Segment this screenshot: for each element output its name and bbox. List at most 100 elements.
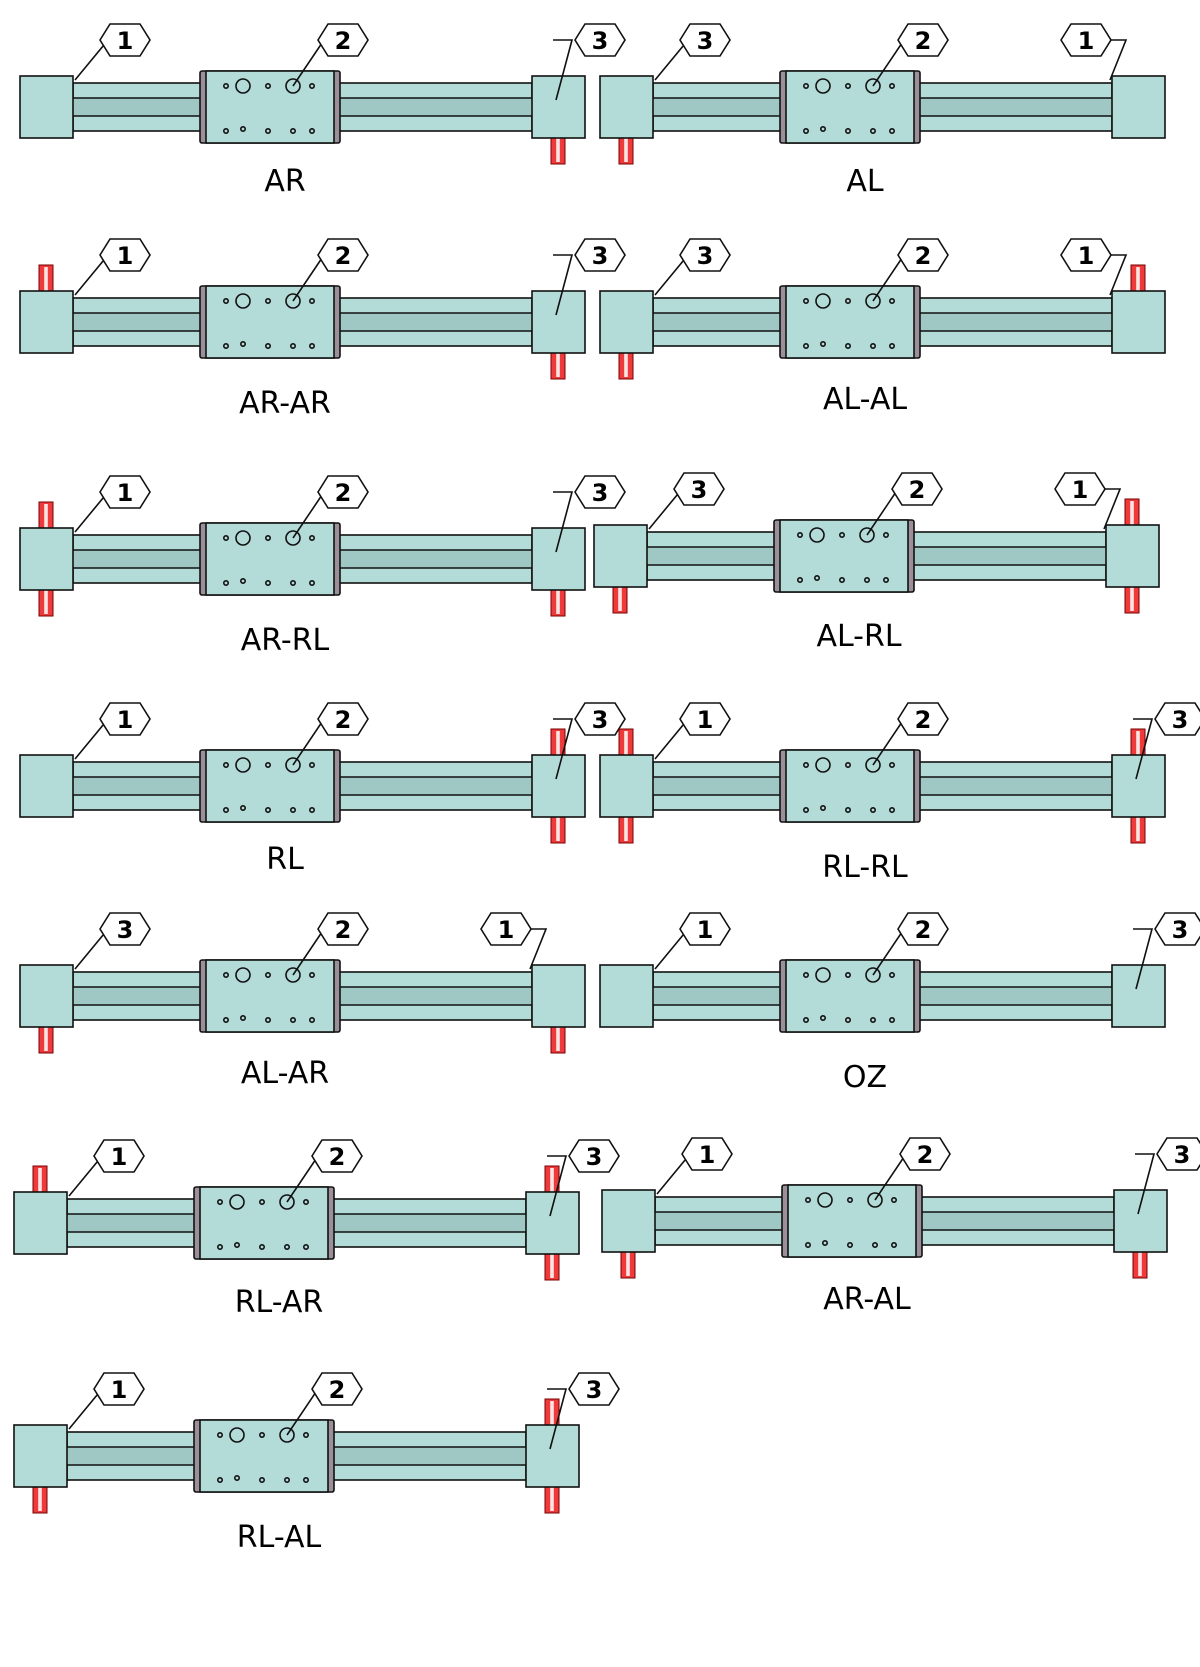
carriage-hole: [888, 342, 895, 349]
variant-caption: RL-AL: [237, 1520, 322, 1555]
right-marker-leader: [1133, 718, 1154, 780]
right-marker-label: 3: [1172, 706, 1189, 734]
carriage-hole: [217, 1244, 224, 1251]
carriage-hole: [819, 126, 826, 133]
end-cap-right: [1111, 290, 1166, 354]
carriage-hole: [308, 761, 315, 768]
left-marker-label: 3: [697, 242, 714, 270]
right-marker-hex: [574, 475, 626, 509]
end-cap-right: [1113, 1189, 1168, 1253]
shaft-highlight-10-rb: [550, 1252, 554, 1278]
carriage-hole: [888, 1016, 895, 1023]
carriage-hole: [888, 761, 895, 768]
shaft-highlight-4-rb: [556, 588, 560, 614]
carriage-hole: [285, 530, 301, 546]
carriage-hole: [867, 1192, 883, 1208]
end-cap-left: [19, 527, 74, 591]
carriage-hole: [240, 126, 247, 133]
carriage-hole: [882, 531, 889, 538]
shaft-highlight-5-rb: [1130, 585, 1134, 611]
carriage-hole: [283, 1244, 290, 1251]
carriage-hole: [240, 1014, 247, 1021]
carriage-hole: [865, 967, 881, 983]
left-marker-hex: [99, 702, 151, 736]
carriage-hole: [802, 806, 809, 813]
variant-caption: AL: [846, 164, 884, 199]
carriage-hole: [815, 757, 831, 773]
center-marker-label: 2: [915, 242, 932, 270]
left-marker-label: 1: [699, 1141, 716, 1169]
carriage-hole: [869, 806, 876, 813]
carriage-hole: [258, 1199, 265, 1206]
right-marker-hex: [568, 1372, 620, 1406]
left-marker-hex: [93, 1372, 145, 1406]
left-marker-hex: [679, 238, 731, 272]
left-marker-hex: [679, 912, 731, 946]
carriage-hole: [217, 1199, 224, 1206]
carriage-hole: [264, 534, 271, 541]
center-marker-label: 2: [915, 706, 932, 734]
carriage-hole: [302, 1199, 309, 1206]
shaft-highlight-11-lb: [626, 1250, 630, 1276]
end-cap-left: [19, 754, 74, 818]
variant-caption: AL-RL: [816, 619, 901, 654]
center-marker-hex: [899, 1137, 951, 1171]
center-marker-hex: [317, 912, 369, 946]
end-cap-left: [599, 964, 654, 1028]
carriage-hole: [844, 806, 851, 813]
variant-caption: AR-AR: [239, 386, 331, 421]
end-cap-left: [601, 1189, 656, 1253]
left-marker-label: 3: [697, 27, 714, 55]
shaft-highlight-7-rb: [1136, 815, 1140, 841]
right-marker-hex: [574, 23, 626, 57]
end-cap-right: [1111, 75, 1166, 139]
carriage-hole: [223, 579, 230, 586]
carriage-hole: [217, 1477, 224, 1484]
shaft-highlight-12-rt: [550, 1401, 554, 1427]
right-marker-leader: [547, 1388, 568, 1450]
left-marker-hex: [681, 1137, 733, 1171]
carriage-hole: [865, 757, 881, 773]
shaft-highlight-10-rt: [550, 1168, 554, 1194]
carriage-hole: [283, 1477, 290, 1484]
center-marker-label: 2: [329, 1143, 346, 1171]
right-marker-label: 3: [1172, 916, 1189, 944]
shaft-highlight-10-lt: [38, 1168, 42, 1194]
carriage-hole: [258, 1477, 265, 1484]
shaft-highlight-7-lb: [624, 815, 628, 841]
carriage-hole: [289, 806, 296, 813]
carriage-hole: [285, 78, 301, 94]
right-marker-leader: [1135, 1153, 1156, 1215]
end-cap-right: [531, 75, 586, 139]
right-marker-hex: [1060, 238, 1112, 272]
carriage-hole: [308, 534, 315, 541]
carriage-hole: [819, 804, 826, 811]
right-marker-leader: [553, 39, 574, 101]
carriage-hole: [235, 967, 251, 983]
left-marker-hex: [99, 912, 151, 946]
carriage-hole: [289, 342, 296, 349]
center-marker-hex: [897, 702, 949, 736]
carriage-hole: [802, 128, 809, 135]
carriage-hole: [279, 1427, 295, 1443]
right-marker-hex: [1060, 23, 1112, 57]
carriage-hole: [869, 128, 876, 135]
right-marker-hex: [574, 238, 626, 272]
carriage-hole: [844, 83, 851, 90]
shaft-highlight-12-rb: [550, 1485, 554, 1511]
carriage-hole: [302, 1432, 309, 1439]
carriage-hole: [235, 530, 251, 546]
center-marker-hex: [317, 702, 369, 736]
left-marker-hex: [93, 1139, 145, 1173]
carriage-hole: [264, 1016, 271, 1023]
variant-caption: AL-AR: [241, 1056, 329, 1091]
carriage-hole: [308, 297, 315, 304]
carriage-hole: [838, 531, 845, 538]
center-marker-hex: [317, 475, 369, 509]
end-cap-right: [1111, 964, 1166, 1028]
carriage-hole: [844, 1016, 851, 1023]
end-cap-right: [525, 1191, 580, 1255]
